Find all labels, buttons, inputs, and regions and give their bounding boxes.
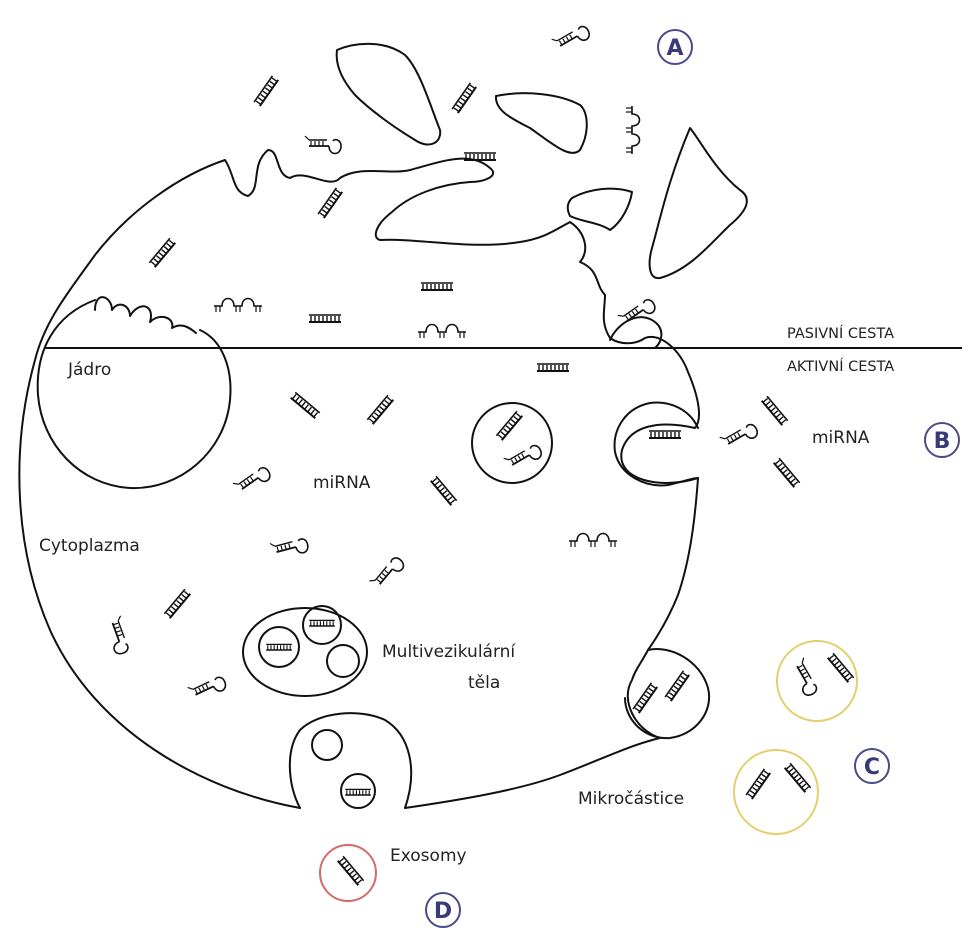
mirna-duplex	[452, 83, 476, 113]
microparticles-label: Mikročástice	[578, 789, 684, 809]
mirna-duplex	[266, 644, 292, 650]
mirna-duplex	[633, 683, 657, 713]
svg-text:D: D	[434, 899, 452, 924]
intraluminal-vesicle	[312, 730, 342, 760]
mvb-label-line2: těla	[468, 673, 500, 693]
intraluminal-vesicle	[259, 627, 299, 667]
badge-b: B	[925, 423, 959, 457]
svg-text:B: B	[934, 429, 951, 454]
mirna-label-outside: miRNA	[812, 428, 870, 448]
exosomes-label: Exosomy	[390, 846, 467, 866]
mirna-duplex	[309, 620, 335, 626]
mirna-duplex	[149, 238, 175, 267]
mirna-hairpin	[270, 534, 309, 560]
mirna-hairpin	[305, 136, 341, 154]
mirna-duplex	[762, 396, 788, 425]
mirna-hairpin	[104, 616, 133, 656]
mirna-duplex	[367, 395, 393, 424]
mirna-duplex	[746, 769, 770, 799]
mirna-duplex	[318, 188, 342, 218]
cell-fragment	[496, 93, 587, 153]
cell-fragment	[568, 189, 632, 230]
badge-a: A	[658, 30, 692, 64]
mirna-duplex	[345, 789, 371, 795]
passive-route-label: PASIVNÍ CESTA	[787, 325, 894, 342]
mirna-hairpin	[720, 419, 760, 452]
intraluminal-vesicle	[303, 606, 341, 644]
microparticle	[777, 641, 857, 721]
mirna-duplex	[164, 589, 190, 618]
mirna-duplex	[431, 476, 457, 505]
mirna-duplex	[785, 763, 811, 792]
svg-text:A: A	[666, 36, 683, 61]
badge-d: D	[426, 893, 460, 927]
mirna-duplex	[649, 431, 681, 438]
mirna-hairpin	[418, 325, 466, 339]
mirna-duplex	[665, 671, 689, 701]
nucleus-label: Jádro	[67, 360, 111, 380]
cell-fragment	[337, 44, 441, 145]
intraluminal-vesicle	[327, 645, 359, 677]
mirna-hairpin	[188, 672, 228, 703]
mirna-hairpin	[214, 299, 262, 313]
nucleus	[38, 300, 231, 488]
mirna-hairpin	[552, 21, 592, 54]
internal-vesicle	[472, 403, 552, 483]
mirna-hairpin	[569, 534, 617, 548]
mirna-duplex	[421, 283, 453, 290]
active-route-label: AKTIVNÍ CESTA	[787, 358, 894, 375]
mirna-molecules	[104, 21, 854, 885]
mirna-duplex	[254, 76, 278, 106]
mirna-hairpin	[626, 106, 640, 154]
mirna-duplex	[338, 856, 364, 885]
multivesicular-body	[243, 608, 367, 696]
mirna-duplex	[309, 315, 341, 322]
cytoplasm-label: Cytoplazma	[39, 536, 140, 556]
badge-c: C	[855, 749, 889, 783]
mirna-duplex	[496, 411, 522, 440]
mvb-label-line1: Multivezikulární	[382, 642, 516, 662]
mirna-duplex	[774, 458, 800, 487]
mirna-duplex	[291, 392, 320, 418]
mirna-hairpin	[233, 463, 273, 498]
svg-text:C: C	[864, 755, 880, 780]
mirna-hairpin	[504, 440, 544, 473]
intraluminal-vesicle	[341, 774, 375, 808]
endocytic-vesicle	[615, 402, 698, 485]
mirna-duplex	[537, 364, 569, 371]
cell-fragment	[650, 128, 747, 278]
mirna-label-cytoplasm: miRNA	[313, 473, 371, 493]
mirna-hairpin	[789, 658, 822, 698]
mirna-hairpin	[618, 295, 658, 330]
mirna-hairpin	[369, 553, 406, 592]
